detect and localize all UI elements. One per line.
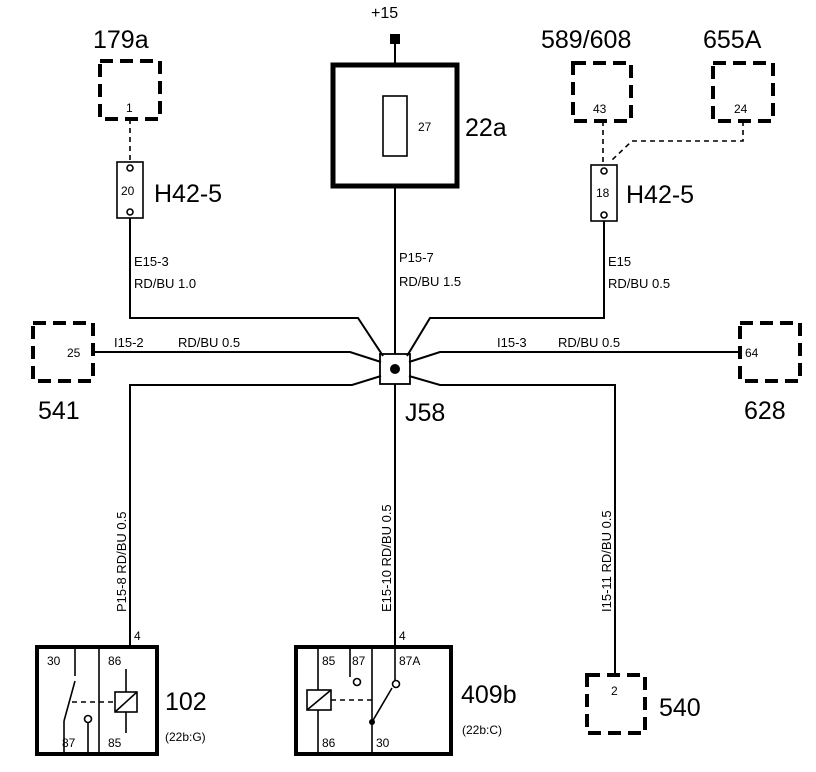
relay-102-pin-30: 30: [47, 654, 61, 668]
wire-i15-3: [408, 351, 740, 363]
connector-628: 64 628: [738, 321, 802, 425]
connector-179a: 179a 1: [93, 26, 162, 121]
fuse-name: 22a: [465, 114, 507, 142]
relay-409b-box: [294, 645, 453, 756]
connector-541-pin: 25: [67, 346, 81, 360]
relay-409b-pin-86: 86: [322, 736, 336, 750]
connector-179a-pin: 1: [126, 101, 133, 115]
connector-655a-box: [711, 61, 775, 123]
connector-540-pin: 2: [611, 684, 618, 698]
splice-j58: J58: [379, 353, 445, 427]
connector-628-name: 628: [744, 397, 786, 425]
relay-102: 4 30 86 87 85 102 (22b:G): [35, 629, 207, 756]
wire-i15-3-id: I15-3: [497, 335, 527, 350]
connector-655a: 655A 24: [703, 26, 775, 123]
relay-102-name: 102: [165, 688, 207, 716]
connector-540: 2 540: [585, 673, 701, 735]
connector-541-box: [31, 321, 95, 383]
splice-name: J58: [405, 399, 445, 427]
connector-655a-name: 655A: [703, 26, 762, 54]
link-655a-h42: [611, 121, 744, 161]
fuse-pin: 27: [418, 120, 432, 134]
connector-628-pin: 64: [745, 346, 759, 360]
wire-p15-7-spec: RD/BU 1.5: [399, 274, 461, 289]
relay-409b-pin-87: 87: [352, 654, 366, 668]
connector-628-box: [738, 321, 802, 383]
wire-e15-3: [129, 218, 384, 357]
wire-e15-3-id: E15-3: [134, 254, 169, 269]
supply-terminal: [390, 34, 400, 44]
wire-e15: [406, 221, 605, 357]
connector-179a-name: 179a: [93, 26, 149, 54]
relay-102-pin-87: 87: [62, 736, 76, 750]
connector-589-608-pin: 43: [593, 102, 607, 116]
connector-541: 25 541: [31, 321, 95, 425]
wire-e15-3-spec: RD/BU 1.0: [134, 276, 196, 291]
wire-p15-8-label: P15-8 RD/BU 0.5: [114, 512, 129, 612]
relay-409b-terminal: 4: [399, 629, 406, 643]
relay-102-terminal: 4: [134, 629, 141, 643]
connector-h42-right-pin: 18: [596, 186, 610, 200]
wire-i15-11-label: I15-11 RD/BU 0.5: [599, 510, 614, 612]
wire-i15-3-spec: RD/BU 0.5: [558, 335, 620, 350]
connector-540-box: [585, 673, 647, 735]
wire-e15-spec: RD/BU 0.5: [608, 276, 670, 291]
wire-e15-id: E15: [608, 254, 631, 269]
supply-label: +15: [371, 5, 398, 22]
relay-102-pin-85: 85: [108, 736, 122, 750]
fuse-element: [382, 95, 408, 157]
wire-i15-11: [408, 375, 616, 675]
wire-e15-10-label: E15-10 RD/BU 0.5: [379, 504, 394, 612]
connector-540-name: 540: [659, 694, 701, 722]
relay-102-pin-86: 86: [108, 654, 122, 668]
wire-p15-8: [129, 375, 382, 645]
connector-655a-pin: 24: [734, 102, 748, 116]
wire-p15-7-id: P15-7: [399, 250, 434, 265]
connector-179a-box: [98, 59, 162, 121]
connector-541-name: 541: [38, 397, 80, 425]
relay-409b-pin-87a: 87A: [399, 654, 420, 668]
relay-409b-ref: (22b:C): [462, 723, 502, 737]
relay-102-box: [35, 645, 159, 756]
relay-409b-name: 409b: [461, 681, 517, 709]
wire-i15-2-id: I15-2: [114, 335, 144, 350]
fuse-22a: 27 22a: [330, 62, 507, 189]
connector-h42-right: 18 H42-5: [590, 164, 694, 222]
connector-589-608: 589/608 43: [541, 26, 633, 123]
wire-i15-2-spec: RD/BU 0.5: [178, 335, 240, 350]
relay-409b: 4 85 87 87A 86 30 409b (22b:C): [294, 629, 517, 756]
relay-409b-pin-85: 85: [322, 654, 336, 668]
connector-h42-left-name: H42-5: [154, 180, 222, 208]
connector-h42-right-name: H42-5: [626, 181, 694, 209]
relay-409b-pin-30: 30: [376, 736, 390, 750]
connector-h42-left: 20 H42-5: [116, 161, 222, 219]
relay-409b-switch: [371, 687, 393, 723]
connector-h42-left-pin: 20: [121, 184, 135, 198]
wire-i15-2: [93, 351, 382, 363]
splice-dot: [390, 364, 400, 374]
connector-589-608-name: 589/608: [541, 26, 631, 54]
relay-102-switch: [63, 680, 76, 722]
relay-102-ref: (22b:G): [165, 730, 206, 744]
connector-589-608-box: [571, 61, 633, 123]
